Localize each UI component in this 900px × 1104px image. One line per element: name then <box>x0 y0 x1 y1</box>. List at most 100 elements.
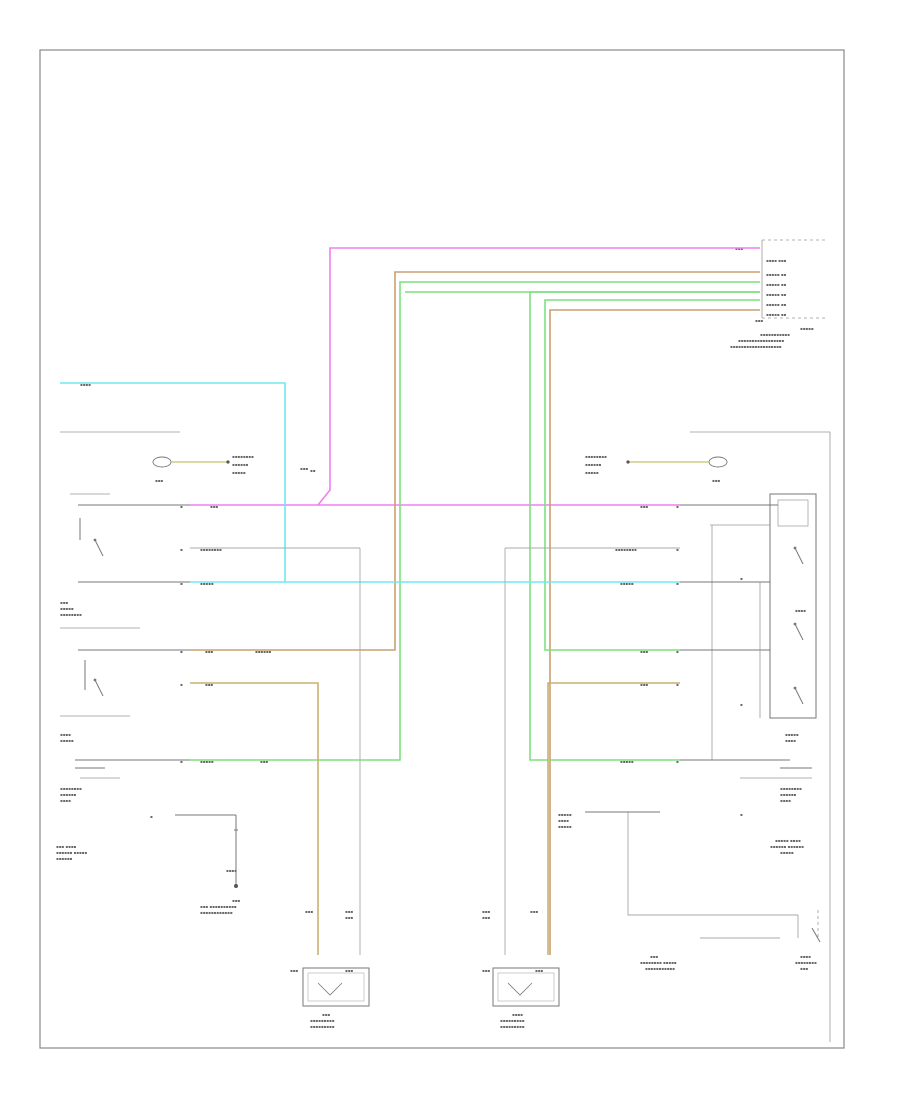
wire-tan <box>190 682 680 955</box>
svg-text:▪▪▪▪▪▪: ▪▪▪▪▪▪ <box>56 856 73 861</box>
svg-text:▪: ▪ <box>180 547 183 552</box>
svg-text:▪▪▪▪▪: ▪▪▪▪▪ <box>780 850 794 855</box>
svg-text:▪▪▪▪▪: ▪▪▪▪▪ <box>60 606 74 611</box>
svg-text:▪▪▪: ▪▪▪ <box>60 600 68 605</box>
svg-text:▪▪▪▪▪: ▪▪▪▪▪ <box>60 738 74 743</box>
wire-cyan <box>60 382 680 583</box>
svg-text:▪▪▪▪▪▪▪▪▪▪▪▪▪▪▪▪▪: ▪▪▪▪▪▪▪▪▪▪▪▪▪▪▪▪▪ <box>738 338 784 343</box>
svg-text:▪▪▪▪▪ ▪▪: ▪▪▪▪▪ ▪▪ <box>766 302 787 307</box>
svg-text:▪▪▪▪▪▪▪▪ ▪▪▪▪▪: ▪▪▪▪▪▪▪▪ ▪▪▪▪▪ <box>640 960 677 965</box>
svg-text:▪▪▪▪▪ ▪▪▪▪: ▪▪▪▪▪ ▪▪▪▪ <box>775 838 801 843</box>
svg-text:▪▪▪▪▪▪▪▪: ▪▪▪▪▪▪▪▪ <box>780 786 802 791</box>
svg-text:▪▪▪: ▪▪▪ <box>530 909 538 914</box>
svg-text:▪▪▪: ▪▪▪ <box>210 504 218 509</box>
wire-pink <box>190 247 760 506</box>
svg-text:▪: ▪ <box>676 504 679 509</box>
svg-text:▪▪▪ ▪▪▪▪▪▪▪▪▪▪: ▪▪▪ ▪▪▪▪▪▪▪▪▪▪ <box>200 904 237 909</box>
pink-wire-label: ▪▪ <box>310 468 316 473</box>
svg-text:▪▪▪▪ ▪▪▪: ▪▪▪▪ ▪▪▪ <box>766 258 787 263</box>
svg-text:▪: ▪ <box>676 649 679 654</box>
svg-text:▪: ▪ <box>180 649 183 654</box>
svg-text:▪▪▪: ▪▪▪ <box>482 909 490 914</box>
svg-text:▪▪▪▪▪: ▪▪▪▪▪ <box>800 326 814 331</box>
svg-text:▪▪▪: ▪▪▪ <box>482 968 490 973</box>
svg-text:▪▪▪: ▪▪▪ <box>800 966 808 971</box>
svg-text:▪▪▪▪▪▪: ▪▪▪▪▪▪ <box>585 462 602 467</box>
svg-text:▪▪▪▪▪: ▪▪▪▪▪ <box>200 581 214 586</box>
svg-text:▪▪▪: ▪▪▪ <box>640 682 648 687</box>
svg-text:▪▪▪: ▪▪▪ <box>640 649 648 654</box>
svg-text:▪: ▪ <box>180 581 183 586</box>
svg-text:▪: ▪ <box>180 759 183 764</box>
svg-text:▪▪▪▪▪▪▪▪: ▪▪▪▪▪▪▪▪ <box>200 547 222 552</box>
svg-text:▪▪▪▪▪▪: ▪▪▪▪▪▪ <box>60 792 77 797</box>
right-components: ▪▪▪▪▪▪▪▪ ▪▪▪▪▪▪ ▪▪▪▪▪ ▪▪▪ ▪▪▪▪ ▪ ▪ ▪▪▪▪▪… <box>558 431 831 1042</box>
svg-text:▪▪▪▪▪▪▪▪: ▪▪▪▪▪▪▪▪ <box>585 454 607 459</box>
svg-text:▪▪▪▪▪▪: ▪▪▪▪▪▪ <box>232 462 249 467</box>
right-fuse <box>708 456 728 468</box>
svg-text:▪▪▪▪: ▪▪▪▪ <box>226 868 237 873</box>
right-mirror-motor: ▪▪▪ ▪▪▪ ▪▪▪ ▪▪▪ ▪▪▪ ▪▪▪▪ ▪▪▪▪▪▪▪▪▪ ▪▪▪▪▪… <box>482 909 560 1029</box>
svg-text:▪▪▪▪▪: ▪▪▪▪▪ <box>785 732 799 737</box>
svg-text:▪▪▪▪▪: ▪▪▪▪▪ <box>558 824 572 829</box>
svg-text:▪▪▪: ▪▪▪ <box>260 759 268 764</box>
svg-text:▪: ▪ <box>740 702 743 707</box>
svg-text:▪▪▪: ▪▪▪ <box>345 968 353 973</box>
svg-text:▪▪▪▪▪▪▪▪: ▪▪▪▪▪▪▪▪ <box>615 547 637 552</box>
svg-text:▪▪▪▪▪: ▪▪▪▪▪ <box>620 759 634 764</box>
svg-text:▪▪▪▪: ▪▪▪▪ <box>785 738 796 743</box>
svg-text:▪▪▪▪: ▪▪▪▪ <box>60 798 71 803</box>
svg-text:▪: ▪ <box>740 812 743 817</box>
top-right-connector: ▪▪▪ ▪▪▪▪ ▪▪▪ ▪▪▪▪▪ ▪▪ ▪▪▪▪▪ ▪▪ ▪▪▪▪▪ ▪▪ … <box>730 239 828 349</box>
svg-text:▪▪▪▪: ▪▪▪▪ <box>512 1012 523 1017</box>
svg-text:▪▪▪: ▪▪▪ <box>712 478 720 483</box>
svg-text:▪▪▪: ▪▪▪ <box>535 968 543 973</box>
svg-text:▪▪▪▪: ▪▪▪▪ <box>800 954 811 959</box>
left-fuse <box>152 456 172 468</box>
svg-text:▪▪▪▪▪▪▪▪▪▪▪: ▪▪▪▪▪▪▪▪▪▪▪ <box>760 332 790 337</box>
svg-text:▪▪▪: ▪▪▪ <box>345 915 353 920</box>
svg-text:▪▪▪▪: ▪▪▪▪ <box>60 732 71 737</box>
svg-text:▪▪▪▪▪▪▪▪▪: ▪▪▪▪▪▪▪▪▪ <box>500 1024 525 1029</box>
svg-text:▪: ▪ <box>740 576 743 581</box>
svg-text:▪▪▪ ▪▪▪▪: ▪▪▪ ▪▪▪▪ <box>56 844 77 849</box>
svg-text:▪▪▪▪▪▪ ▪▪▪▪▪: ▪▪▪▪▪▪ ▪▪▪▪▪ <box>56 850 87 855</box>
svg-text:▪▪▪▪▪▪▪▪▪: ▪▪▪▪▪▪▪▪▪ <box>500 1018 525 1023</box>
svg-text:▪▪▪▪▪▪▪▪▪▪▪▪▪▪▪▪▪▪▪: ▪▪▪▪▪▪▪▪▪▪▪▪▪▪▪▪▪▪▪ <box>730 344 782 349</box>
svg-text:▪▪▪▪▪▪▪▪▪▪▪▪: ▪▪▪▪▪▪▪▪▪▪▪▪ <box>200 910 233 915</box>
wire-gray <box>190 547 798 955</box>
svg-text:▪▪▪: ▪▪▪ <box>155 478 163 483</box>
svg-text:▪▪▪: ▪▪▪ <box>205 649 213 654</box>
svg-text:▪▪▪▪▪ ▪▪: ▪▪▪▪▪ ▪▪ <box>766 282 787 287</box>
svg-text:▪▪▪▪▪: ▪▪▪▪▪ <box>200 759 214 764</box>
svg-text:▪: ▪ <box>676 759 679 764</box>
svg-text:▪▪▪: ▪▪▪ <box>755 318 763 323</box>
svg-text:▪▪▪▪▪▪▪▪: ▪▪▪▪▪▪▪▪ <box>60 612 82 617</box>
cyan-wire-label: ▪▪▪▪ <box>80 382 91 387</box>
svg-text:▪: ▪ <box>676 682 679 687</box>
svg-text:▪▪▪▪: ▪▪▪▪ <box>558 818 569 823</box>
svg-text:▪▪▪▪▪: ▪▪▪▪▪ <box>558 812 572 817</box>
svg-text:▪▪▪▪▪▪ ▪▪▪▪▪▪: ▪▪▪▪▪▪ ▪▪▪▪▪▪ <box>770 844 804 849</box>
left-components: ▪▪▪▪▪▪▪▪ ▪▪▪▪▪▪ ▪▪▪▪▪ ▪▪▪ ▪▪▪ ▪▪▪ ▪▪▪▪▪ … <box>56 431 308 915</box>
svg-text:▪▪▪: ▪▪▪ <box>290 968 298 973</box>
svg-text:▪▪▪: ▪▪▪ <box>640 504 648 509</box>
svg-text:▪▪▪▪▪▪: ▪▪▪▪▪▪ <box>780 792 797 797</box>
svg-text:▪▪▪▪▪: ▪▪▪▪▪ <box>232 470 246 475</box>
svg-text:▪▪▪▪: ▪▪▪▪ <box>780 798 791 803</box>
svg-text:▪▪▪: ▪▪▪ <box>322 1012 330 1017</box>
svg-text:▪▪▪▪▪▪▪▪▪: ▪▪▪▪▪▪▪▪▪ <box>310 1018 335 1023</box>
svg-text:▪▪▪: ▪▪▪ <box>345 909 353 914</box>
svg-text:▪▪▪▪▪ ▪▪: ▪▪▪▪▪ ▪▪ <box>766 292 787 297</box>
wire-green <box>190 281 760 761</box>
svg-text:▪▪▪▪▪▪▪▪: ▪▪▪▪▪▪▪▪ <box>232 454 254 459</box>
svg-text:▪▪▪▪▪ ▪▪: ▪▪▪▪▪ ▪▪ <box>766 272 787 277</box>
diagram-frame <box>39 49 845 1049</box>
svg-text:▪▪▪▪▪▪▪▪▪: ▪▪▪▪▪▪▪▪▪ <box>310 1024 335 1029</box>
svg-text:▪▪▪: ▪▪▪ <box>482 915 490 920</box>
svg-text:▪▪▪▪▪▪▪▪: ▪▪▪▪▪▪▪▪ <box>60 786 82 791</box>
svg-text:▪: ▪ <box>180 504 183 509</box>
svg-text:▪▪▪: ▪▪▪ <box>232 898 240 903</box>
